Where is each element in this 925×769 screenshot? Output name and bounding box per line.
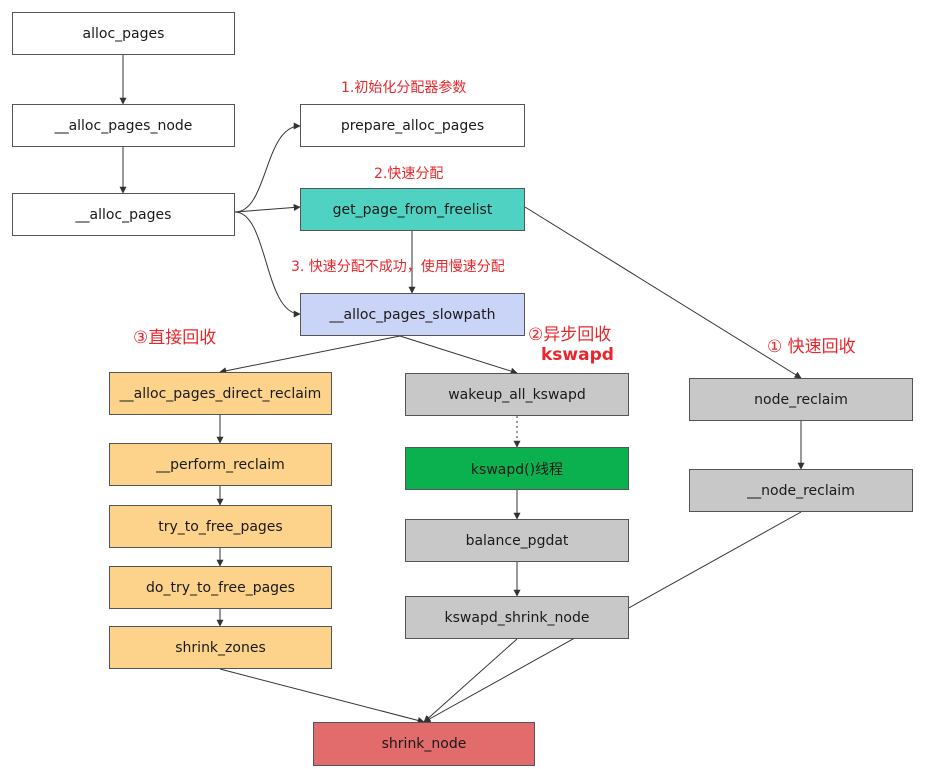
label-step-1: 1.初始化分配器参数 [341,80,467,96]
node-try-to-free-pages: try_to_free_pages [109,505,332,548]
edge-zones-to-shrink-node [219,668,425,724]
node-do-try-to-free-pages-label: do_try_to_free_pages [146,579,295,596]
label-async-reclaim: ②异步回收 [528,325,612,345]
edge-inner-to-freelist [234,203,301,213]
label-kswapd: kswapd [541,345,614,365]
edge-kshrink-to-shrink-node [423,638,518,723]
edge-freelist-to-node-reclaim [524,206,802,379]
node-get-page-from-freelist: get_page_from_freelist [300,188,525,231]
node-node-reclaim-inner: __node_reclaim [689,469,913,512]
node-perform-reclaim: __perform_reclaim [109,443,332,486]
node-kswapd-shrink-node: kswapd_shrink_node [405,596,629,639]
node-balance-pgdat-label: balance_pgdat [465,532,569,549]
node-alloc-pages-node-label: __alloc_pages_node [54,117,193,134]
edge-inner-to-prepare [234,122,301,213]
label-step-2: 2.快速分配 [374,166,444,182]
node-alloc-pages-direct-reclaim-label: __alloc_pages_direct_reclaim [119,385,322,402]
node-shrink-node-label: shrink_node [381,736,467,752]
node-get-page-from-freelist-label: get_page_from_freelist [332,201,493,218]
node-kswapd-thread: kswapd()线程 [405,447,629,490]
node-node-reclaim-label: node_reclaim [754,391,848,408]
node-node-reclaim-inner-label: __node_reclaim [747,482,855,499]
node-alloc-pages-slowpath-label: __alloc_pages_slowpath [329,306,496,323]
node-alloc-pages-direct-reclaim: __alloc_pages_direct_reclaim [109,372,332,415]
node-kswapd-shrink-node-label: kswapd_shrink_node [444,609,590,626]
label-step-3: 3. 快速分配不成功，使用慢速分配 [291,259,505,275]
node-alloc-pages-inner: __alloc_pages [12,193,235,236]
node-balance-pgdat: balance_pgdat [405,519,629,562]
node-alloc-pages-node: __alloc_pages_node [12,104,235,147]
edge-inner-to-slowpath [234,211,301,318]
node-try-to-free-pages-label: try_to_free_pages [158,518,283,535]
node-alloc-pages-slowpath: __alloc_pages_slowpath [300,293,525,336]
node-kswapd-thread-label: kswapd()线程 [470,461,564,478]
node-alloc-pages: alloc_pages [12,12,235,55]
label-fast-reclaim: ① 快速回收 [767,337,856,357]
label-direct-reclaim: ③直接回收 [133,328,217,348]
node-alloc-pages-label: alloc_pages [82,25,165,42]
node-prepare-alloc-pages: prepare_alloc_pages [300,104,525,147]
node-perform-reclaim-label: __perform_reclaim [156,456,285,473]
edge-slowpath-to-direct [219,335,401,375]
node-shrink-zones: shrink_zones [109,626,332,669]
edge-slowpath-to-wakeup [399,335,518,375]
node-wakeup-all-kswapd-label: wakeup_all_kswapd [448,386,586,403]
node-prepare-alloc-pages-label: prepare_alloc_pages [340,117,485,134]
node-shrink-zones-label: shrink_zones [175,639,266,656]
node-node-reclaim: node_reclaim [689,378,913,421]
node-do-try-to-free-pages: do_try_to_free_pages [109,566,332,609]
node-shrink-node: shrink_node [313,722,535,766]
node-wakeup-all-kswapd: wakeup_all_kswapd [405,373,629,416]
node-alloc-pages-inner-label: __alloc_pages [75,206,172,223]
